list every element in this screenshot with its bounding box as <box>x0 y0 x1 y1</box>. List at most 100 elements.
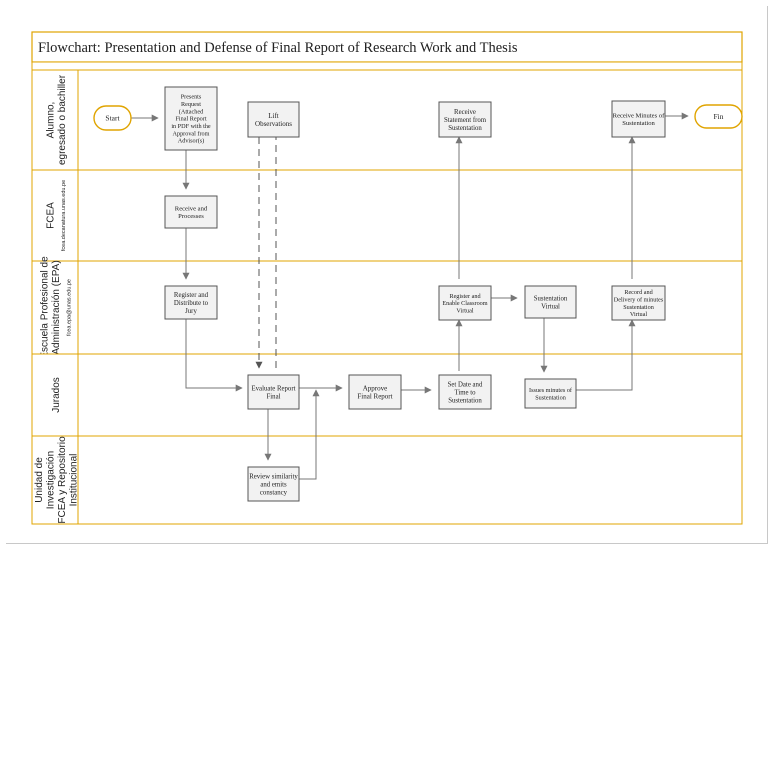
lane-fcea: FCEA fcea.decanatura.unas.edu.pe <box>31 169 743 262</box>
node-receive_stmt-text-line: Statement from <box>444 117 487 124</box>
node-register_classroom-text-line: Virtual <box>456 307 473 314</box>
node-lift-text-line: Observations <box>255 120 292 128</box>
node-approve-text-line: Approve <box>363 384 388 392</box>
node-set_date-shape <box>438 374 492 410</box>
node-register_classroom-text-line: Enable Classroom <box>442 300 487 307</box>
lane-jurados-title-line: Jurados <box>51 377 62 413</box>
node-fin-shape <box>694 104 743 129</box>
node-fin-text-line: Fin <box>713 112 723 121</box>
node-start: Start <box>93 105 132 131</box>
node-issues_minutes-text-line: Issues minutes of <box>529 387 573 394</box>
node-receive_minutes-text-line: Sustentation <box>622 120 655 127</box>
arrow-issues-minutes-to-record <box>571 319 636 391</box>
diagram-title: Flowchart: Presentation and Defense of F… <box>38 40 518 56</box>
node-register_jury-text-line: Jury <box>185 308 197 315</box>
node-sustentation_virtual-text-line: Virtual <box>541 303 560 310</box>
node-receive_process-shape <box>164 195 218 229</box>
node-presents-text-line: in PDF with the <box>171 123 211 130</box>
lane-unidad-title-line: Unidad de <box>34 457 45 503</box>
lane-unidad-title-line: Investigación <box>45 451 56 509</box>
node-review-text-line: Review similarity <box>249 473 298 480</box>
node-set_date-text-line: Time to <box>454 389 476 396</box>
node-lift-shape <box>247 101 300 138</box>
node-evaluate-text-line: Final <box>267 393 281 400</box>
lane-alumno-title-line: egresado o bachiller <box>57 74 68 165</box>
node-evaluate-shape <box>247 374 300 410</box>
lane-unidad-title-line: FCEA y Repositorio <box>57 436 68 524</box>
lane-unidad-box <box>31 435 743 525</box>
lane-fcea-label: FCEA fcea.decanatura.unas.edu.pe <box>45 180 67 251</box>
node-start-text-line: Start <box>105 114 120 123</box>
node-record_delivery-text-line: Delivery of minutes <box>614 297 664 304</box>
node-record_delivery-text-line: Sustentation <box>623 304 654 311</box>
lane-fcea-box <box>31 169 743 262</box>
node-receive_minutes-text-line: Receive Minutes of <box>613 112 665 119</box>
node-presents-text-line: (Attached <box>179 108 204 115</box>
node-review-text-line: and emits <box>260 481 287 488</box>
connectors <box>131 112 689 480</box>
node-presents-text-line: Final Report <box>175 116 206 123</box>
lane-jurados-label: Jurados <box>51 377 62 413</box>
node-approve-shape <box>348 374 402 410</box>
node-register_classroom-text-line: Register and <box>449 293 481 300</box>
arrow-register-jury-to-evaluate <box>185 319 243 392</box>
lane-alumno-title-line: Alumno, <box>45 102 56 139</box>
node-sustentation_virtual-text-line: Sustentation <box>534 295 568 302</box>
node-receive_minutes-shape <box>611 100 666 138</box>
node-set_date-text-line: Set Date and <box>448 381 483 388</box>
node-start-shape <box>93 105 132 131</box>
title-spacer <box>31 61 743 71</box>
node-receive_stmt-text-line: Receive <box>454 109 476 116</box>
node-receive_stmt-text-line: Sustentation <box>448 125 482 132</box>
arrow-review-to-approve-path <box>295 389 320 480</box>
node-receive_stmt-shape <box>438 101 492 138</box>
node-receive_process-text-line: Processes <box>178 213 204 220</box>
title-box <box>31 31 743 63</box>
node-register_jury-text-line: Distribute to <box>174 300 209 307</box>
node-presents-text-line: Presents <box>181 94 202 101</box>
node-register_jury-text-line: Register and <box>174 292 209 299</box>
node-issues_minutes-text-line: Sustentation <box>535 394 566 401</box>
node-register_classroom-shape <box>438 285 492 321</box>
diagram-frame: Flowchart: Presentation and Defense of F… <box>6 6 768 544</box>
lane-epa-title-line: Escuela Profesional de <box>40 256 51 359</box>
node-presents-shape <box>164 86 218 151</box>
node-sustentation_virtual-shape <box>524 285 577 319</box>
lane-unidad-title-line: Institucional <box>68 454 79 507</box>
flowchart-diagram: Flowchart: Presentation and Defense of F… <box>31 31 743 525</box>
node-record_delivery-text-line: Virtual <box>630 311 647 318</box>
node-presents-text-line: Advisor(s) <box>178 138 204 145</box>
node-approve-text-line: Final Report <box>357 393 392 401</box>
node-presents-text-line: Approval from <box>173 130 210 137</box>
node-evaluate-text-line: Evaluate Report <box>252 385 296 392</box>
node-record_delivery-shape <box>611 285 666 321</box>
node-set_date-text-line: Sustentation <box>448 397 482 404</box>
lane-fcea-title-line: FCEA <box>45 202 56 229</box>
node-receive_process-text-line: Receive and <box>175 205 208 212</box>
node-review-shape <box>247 466 300 502</box>
node-fin: Fin <box>694 104 743 129</box>
node-record_delivery-text-line: Record and <box>624 289 653 296</box>
lane-epa-title-line: Administración (EPA) <box>51 260 62 354</box>
node-presents-text-line: Request <box>181 101 201 108</box>
lane-fcea-email: fcea.decanatura.unas.edu.pe <box>61 180 67 251</box>
node-lift-text-line: Lift <box>268 112 279 120</box>
